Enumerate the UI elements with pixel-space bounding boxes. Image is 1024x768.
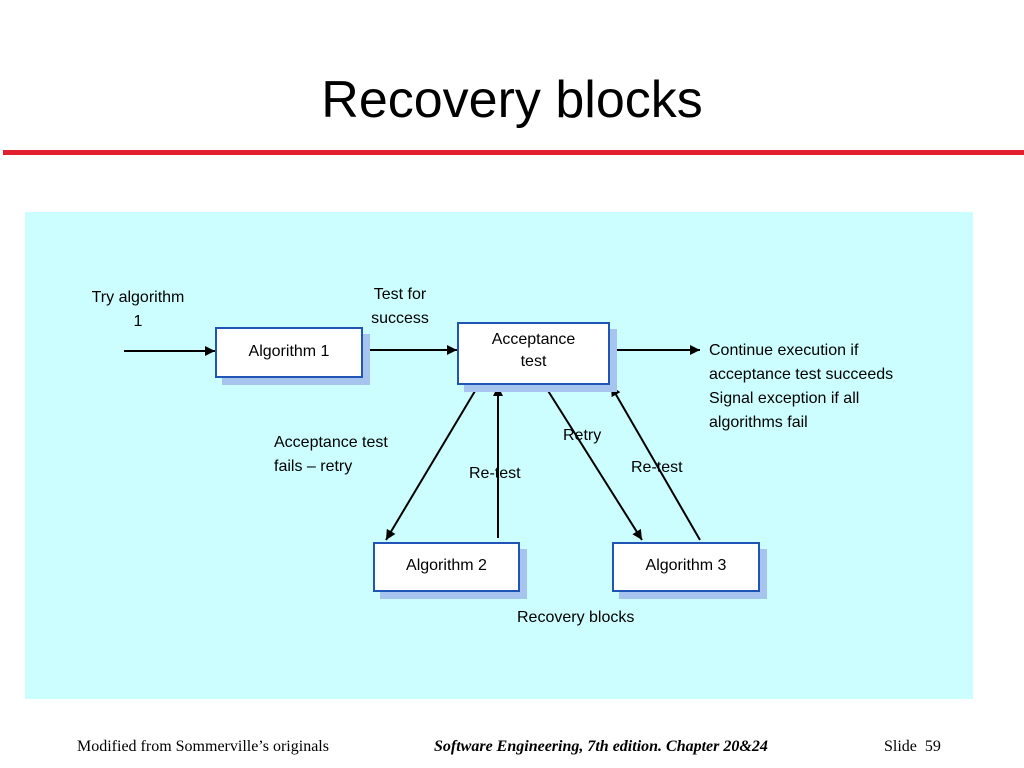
- test-for-success-label: Test for success: [340, 283, 460, 331]
- footer-left: Modified from Sommerville’s originals: [77, 738, 329, 755]
- arrow-algorithm3-to-acceptance: [610, 385, 701, 541]
- continue-line4: algorithms fail: [709, 414, 808, 431]
- acceptance-test-box: Acceptance test: [457, 322, 610, 385]
- algorithm2-box: Algorithm 2: [373, 542, 520, 592]
- try-line2: 1: [133, 313, 143, 330]
- fails-line2: fails – retry: [274, 458, 353, 475]
- algorithm2-label: Algorithm 2: [406, 557, 487, 574]
- retry-label: Retry: [563, 427, 602, 444]
- slide-label: Slide: [884, 738, 917, 755]
- continue-execution-label: Continue execution if acceptance test su…: [709, 339, 893, 435]
- algorithm1-box: Algorithm 1: [215, 327, 363, 378]
- test-line2: success: [371, 310, 429, 327]
- arrow-acceptance-to-algorithm2: [385, 385, 479, 541]
- retest-right-label: Re-test: [631, 459, 683, 476]
- slide-title: Recovery blocks: [321, 71, 703, 129]
- arrow-acceptance-to-algorithm3: [544, 385, 643, 541]
- continue-line3: Signal exception if all: [709, 390, 860, 407]
- footer-slide-number: Slide 59: [884, 738, 941, 756]
- retest-left-label: Re-test: [469, 465, 521, 482]
- continue-line2: acceptance test succeeds: [709, 366, 894, 383]
- fails-line1: Acceptance test: [274, 434, 388, 451]
- test-line1: Test for: [373, 286, 427, 303]
- algorithm3-box: Algorithm 3: [612, 542, 760, 592]
- algorithm1-label: Algorithm 1: [248, 343, 330, 360]
- title-rule: [3, 150, 1024, 155]
- continue-line1: Continue execution if: [709, 342, 859, 359]
- diagram-caption: Recovery blocks: [517, 609, 635, 626]
- try-line1: Try algorithm: [91, 289, 185, 306]
- footer-center: Software Engineering, 7th edition. Chapt…: [434, 738, 768, 755]
- acceptance-label-line2: test: [520, 353, 547, 370]
- acceptance-label-line1: Acceptance: [491, 331, 576, 348]
- try-algorithm-label: Try algorithm 1: [68, 286, 208, 334]
- algorithm3-label: Algorithm 3: [645, 557, 727, 574]
- slide-number: 59: [924, 738, 941, 755]
- acceptance-fails-label: Acceptance test fails – retry: [274, 431, 388, 479]
